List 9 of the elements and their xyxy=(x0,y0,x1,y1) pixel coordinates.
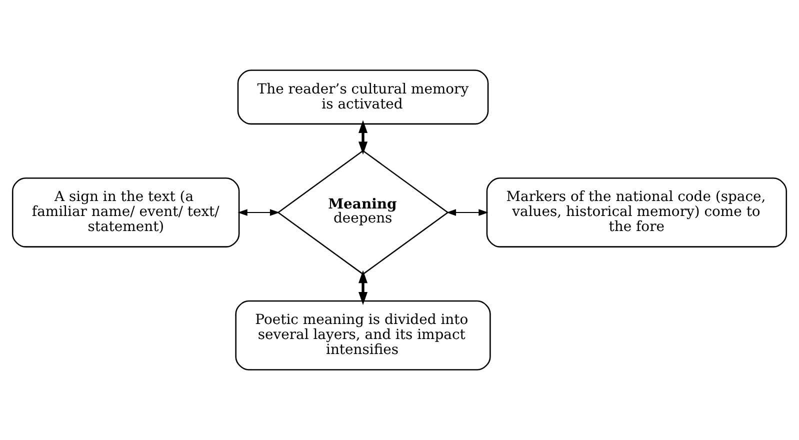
node-diamond: Meaning deepens xyxy=(277,150,449,275)
arrow xyxy=(446,209,488,216)
node-box: Markers of the national code (space, values, historical memory) come to the fore xyxy=(486,178,788,248)
arrow xyxy=(238,209,280,216)
node-box: The reader’s cultural memory is activated xyxy=(237,70,489,125)
node-box: Poetic meaning is divided into several layers, and its impact intensifies xyxy=(235,300,491,370)
arrow xyxy=(358,120,368,155)
node-box: A sign in the text (a familiar name/ event/ text/ statement) xyxy=(12,178,240,248)
arrow xyxy=(358,270,368,305)
